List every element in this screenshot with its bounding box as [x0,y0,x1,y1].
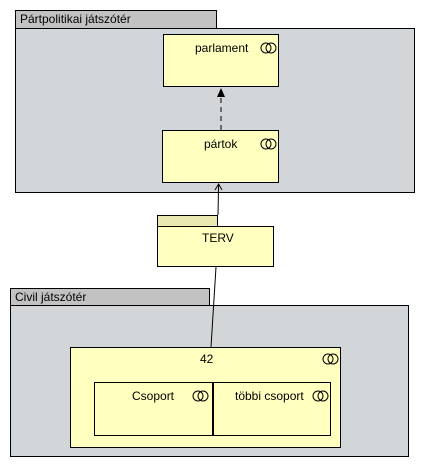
collaboration-icon [260,138,277,150]
group-tab-civil: Civil játszótér [10,288,210,306]
node-terv[interactable]: TERV [157,226,274,267]
group-title-party: Pártpolitikai játszótér [20,12,131,26]
node-tobbi-csoport[interactable]: többi csoport [213,382,331,436]
edge-terv-partok [217,183,220,216]
arrowhead-filled [217,88,225,97]
node-label-42: 42 [200,352,214,366]
node-label-partok: pártok [204,137,238,151]
collaboration-icon [322,353,339,365]
collaboration-icon [312,390,329,402]
node-csoport[interactable]: Csoport [94,382,213,436]
collaboration-icon [260,42,277,54]
node-parlament[interactable]: parlament [163,34,279,87]
edge-42-terv [210,266,217,348]
node-42[interactable]: 42 Csoport többi csoport [70,347,341,448]
node-label-terv: TERV [202,231,234,245]
package-icon [157,215,218,227]
node-label-csoport: Csoport [132,389,175,403]
node-label-tobbi-csoport: többi csoport [235,389,304,403]
group-title-civil: Civil játszótér [15,290,87,304]
arrowhead-open [214,183,223,191]
node-label-parlament: parlament [195,41,249,55]
collaboration-icon [192,390,209,402]
node-partok[interactable]: pártok [162,130,279,183]
